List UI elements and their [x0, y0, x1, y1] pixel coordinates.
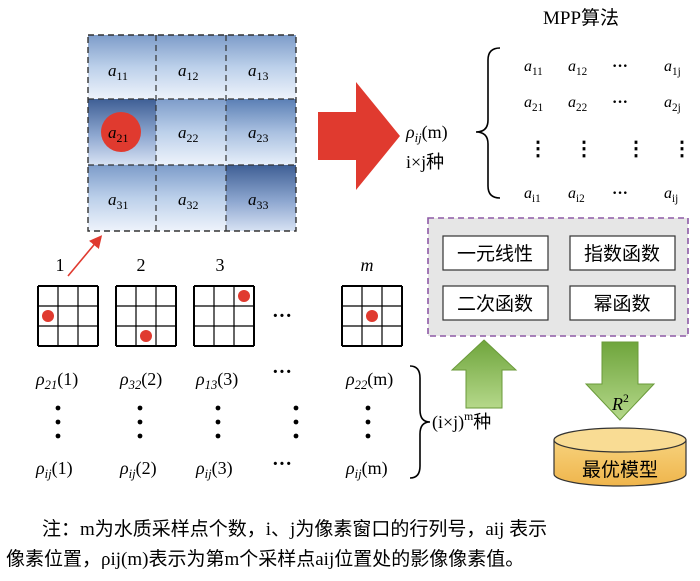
sample-grids — [37, 285, 403, 347]
cell-a13 — [226, 35, 296, 99]
sample-window-1 — [37, 285, 99, 347]
matrix-entry: ··· — [612, 185, 628, 202]
cell-a32 — [156, 165, 226, 231]
small-red-arrow-icon — [67, 235, 103, 277]
cell-a11 — [88, 35, 156, 99]
matrix-entry: a12 — [568, 58, 587, 78]
model-exponential-label: 指数函数 — [584, 243, 660, 265]
model-power-label: 幂函数 — [593, 293, 650, 315]
rho-row3-col3: ρij(3) — [195, 458, 233, 481]
matrix-brace — [475, 47, 501, 199]
cell-a31 — [88, 165, 156, 231]
vertical-dots — [55, 405, 371, 439]
green-down-arrow-icon — [584, 341, 656, 421]
note-line-1: 注：m为水质采样点个数，i、j为像素窗口的行列号，aij 表示 — [42, 519, 548, 540]
mpp-title: MPP算法 — [543, 7, 619, 29]
sample-dot — [42, 310, 54, 322]
sample-window-4 — [341, 285, 403, 347]
model-quadratic — [442, 285, 549, 321]
rho-row3-col1: ρij(1) — [35, 458, 73, 481]
matrix-entry: a2j — [664, 94, 681, 114]
matrix-entry: a11 — [524, 58, 543, 78]
cell-a23 — [226, 99, 296, 165]
matrix-entry: ··· — [612, 58, 628, 75]
cell-a33 — [226, 165, 296, 231]
model-linear — [442, 235, 549, 271]
model-quadratic-label: 二次函数 — [457, 293, 533, 315]
rho-row1-ellipsis: ··· — [272, 361, 292, 383]
figure-note: 注：m为水质采样点个数，i、j为像素窗口的行列号，aij 表示 像素位置，ρij… — [6, 515, 696, 575]
sample-index-1: 1 — [56, 255, 65, 275]
model-exponential — [569, 235, 676, 271]
rho-row3-col4: ρij(m) — [345, 458, 388, 481]
best-model-label: 最优模型 — [582, 459, 658, 481]
sample-window-3 — [193, 285, 255, 347]
count-label: i×j种 — [406, 152, 444, 172]
sample-index-3: 3 — [216, 255, 225, 275]
matrix-entry: ⋮ — [528, 138, 548, 160]
big-red-arrow-icon — [318, 82, 400, 190]
matrix-entry: a21 — [524, 94, 543, 114]
sample-window-2 — [115, 285, 177, 347]
matrix-entry: ai1 — [524, 185, 541, 205]
note-line-2: 像素位置，ρij(m)表示为第m个采样点aij位置处的影像像素值。 — [6, 549, 525, 570]
cell-a22 — [156, 99, 226, 165]
sample-dot — [366, 310, 378, 322]
rho-row3-ellipsis: ··· — [272, 453, 292, 475]
matrix-entry: ⋮ — [626, 138, 646, 160]
sample-index-2: 2 — [137, 255, 146, 275]
matrix-entry: ⋮ — [672, 138, 692, 160]
matrix-entry: aij — [664, 185, 678, 205]
matrix-entry: ··· — [612, 94, 628, 111]
model-linear-label: 一元线性 — [457, 243, 533, 265]
mpp-matrix: a11 a12 ··· a1j a21 a22 ··· a2j ⋮ ⋮ ⋮ ⋮ … — [524, 58, 692, 205]
sample-dot — [140, 330, 152, 342]
best-model-cylinder: 最优模型 — [553, 427, 687, 487]
rho-row1-col2: ρ32(2) — [119, 369, 162, 392]
sample-index-m: m — [361, 255, 374, 275]
model-power — [569, 285, 676, 321]
matrix-entry: a1j — [664, 58, 681, 78]
sample-point-marker — [101, 112, 141, 152]
rho-label: ρij(m) — [405, 122, 448, 145]
rho-row1-col3: ρ13(3) — [195, 369, 238, 392]
rho-row1-col4: ρ22(m) — [345, 369, 393, 392]
matrix-entry: ai2 — [568, 185, 585, 205]
matrix-entry: ⋮ — [574, 138, 594, 160]
rho-row1-col1: ρ21(1) — [35, 369, 78, 392]
matrix-entry: a22 — [568, 94, 587, 114]
combo-brace — [409, 365, 431, 479]
green-up-arrow-icon — [450, 339, 518, 409]
grids-ellipsis: ··· — [272, 305, 292, 327]
sample-dot — [238, 290, 250, 302]
cell-a12 — [156, 35, 226, 99]
pixel-window: a11 a12 a13 a21 a22 a23 a31 a32 a33 — [87, 34, 297, 232]
rho-row3-col2: ρij(2) — [119, 458, 157, 481]
combo-label: (i×j)m种 — [432, 410, 491, 433]
